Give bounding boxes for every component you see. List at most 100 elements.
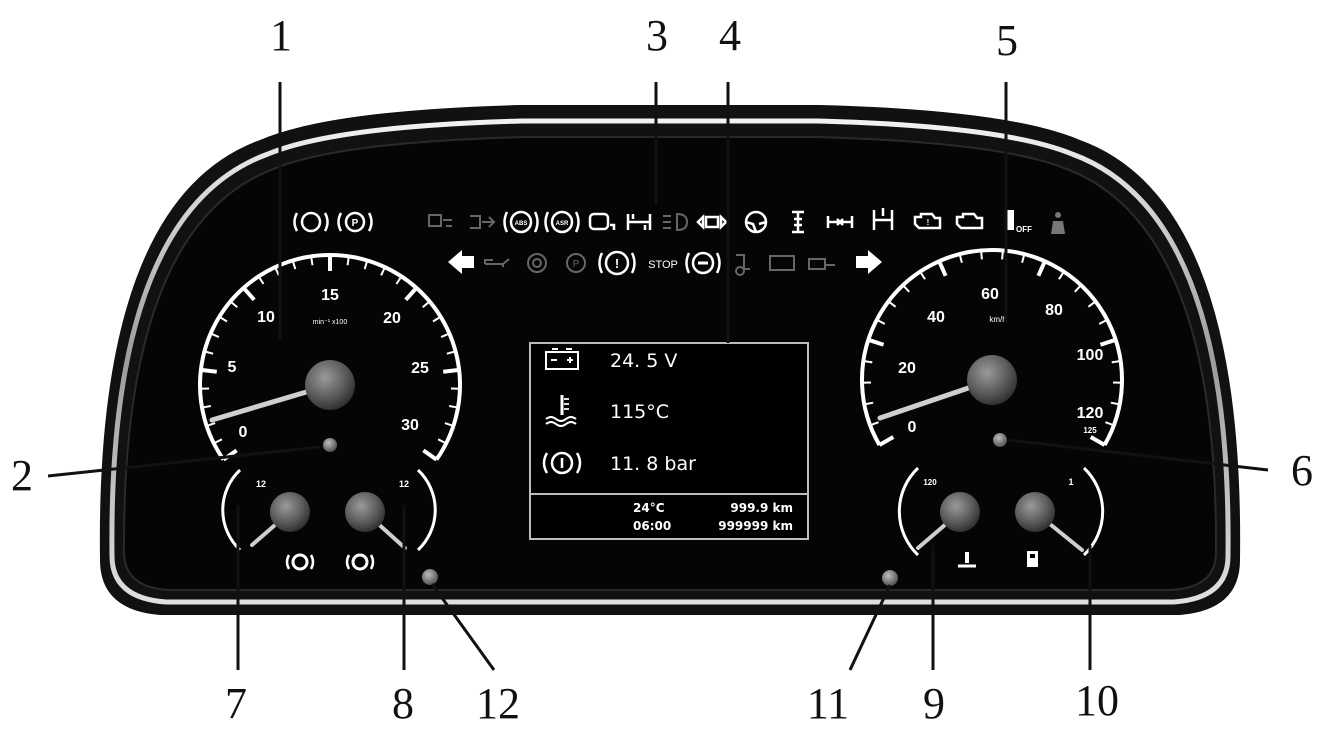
fog-light-icon [663, 212, 689, 232]
tacho-ticks-tick [440, 332, 450, 338]
abs-icon: ABS [503, 210, 539, 234]
callout-label-9: 9 [923, 679, 945, 728]
speedo-label-125: 125 [1083, 426, 1097, 435]
callout-label-2: 2 [11, 451, 33, 500]
speedo-ticks-tick [1089, 435, 1106, 447]
speedo-ticks-tick [1111, 360, 1121, 364]
warning-lights-row-1: P ABS ASR [293, 208, 1065, 234]
tacho-ticks-tick [213, 438, 223, 445]
fuel-pump-icon [1027, 551, 1038, 567]
tacho-ticks-tick [242, 286, 256, 302]
speedo-ticks-tick [1058, 271, 1065, 280]
speedo-ticks-tick [937, 260, 948, 277]
tacho-ticks-tick [446, 350, 456, 355]
tacho-ticks-tick [395, 275, 403, 285]
axle-load-icon [872, 208, 894, 230]
speedo-label-100: 100 [1077, 347, 1104, 364]
tacho-ticks-tick [274, 266, 280, 276]
brake-circuit-1-icon [285, 553, 315, 571]
seatbelt-icon [1051, 212, 1065, 234]
tacho-ticks-tick [404, 286, 418, 302]
brake-wear-icon [293, 211, 329, 233]
coolant-temp-icon [958, 552, 976, 568]
speedo-ticks-tick [919, 271, 926, 280]
callout-label-3: 3 [646, 11, 668, 60]
tacho-ticks-tick [201, 405, 212, 409]
indicator-dot-11 [882, 570, 898, 586]
speedo-label-0: 0 [908, 419, 917, 436]
leader-2 [47, 445, 321, 478]
tacho-ticks-tick [448, 405, 459, 409]
warning-lights-row-2: P ! STOP [448, 250, 882, 276]
svg-text:!: ! [615, 256, 619, 271]
svg-text:ABS: ABS [515, 221, 528, 227]
lcd-display: 24. 5 V 115°C 11. 8 bar 24°C 999.9 km 06… [529, 342, 809, 540]
tacho-ticks-tick [432, 315, 442, 323]
tacho-ticks-tick [204, 350, 214, 355]
speedometer-scale [860, 247, 1124, 447]
lcd-brake-pressure: 11. 8 bar [610, 453, 696, 475]
speedo-ticks-tick [1036, 260, 1047, 277]
pedal-icon [735, 254, 750, 276]
speedo-ticks-tick [1001, 250, 1004, 260]
tacho-ticks-tick [257, 275, 265, 285]
tacho-ticks-tick [437, 438, 447, 445]
tacho-label-0: 0 [239, 424, 248, 441]
tacho-ticks-tick [422, 300, 431, 308]
tacho-label-20: 20 [383, 310, 401, 327]
park-brake-dim-icon: P [566, 253, 586, 273]
callout-label-7: 7 [225, 679, 247, 728]
speedo-label-60: 60 [981, 286, 999, 303]
brake-warning-icon: ! [598, 250, 636, 276]
tachometer-scale [198, 253, 462, 462]
engine-warning-icon: ! [913, 212, 942, 230]
svg-text:!: ! [927, 218, 930, 227]
tacho-ticks-tick [310, 256, 314, 266]
trailer-abs-icon [470, 215, 496, 229]
speedo-ticks-tick [869, 421, 879, 427]
callout-label-6: 6 [1291, 446, 1313, 495]
tacho-unit: min⁻¹ x100 [313, 319, 348, 326]
speedo-ticks-tick [1021, 253, 1026, 264]
leader-6 [1007, 438, 1269, 472]
brake-pressure-gauge-1: 12 [221, 468, 315, 571]
tacho-ticks-tick [200, 367, 218, 374]
gauge-9-hub [940, 492, 980, 532]
stop-brake-icon [685, 251, 721, 275]
callout-label-8: 8 [392, 679, 414, 728]
asr-icon: ASR [544, 210, 580, 234]
speedo-unit: km/h [989, 315, 1006, 324]
axle-lift-icon [792, 210, 804, 234]
speedometer: 0 20 40 60 80 100 120 125 km/h [860, 247, 1124, 447]
brake-pressure-gauge-2: 12 [345, 468, 437, 571]
speedo-ticks-tick [1098, 318, 1108, 325]
oil-pressure-icon [484, 258, 510, 267]
speedo-label-40: 40 [927, 309, 945, 326]
speedo-ticks-tick [878, 435, 895, 447]
speedo-label-80: 80 [1045, 302, 1063, 319]
gauge-10-max-label: 1 [1068, 477, 1073, 487]
side-light-icon [696, 213, 728, 231]
turn-left-icon [448, 250, 474, 274]
trailer-brake-icon [428, 214, 452, 227]
gauge-7-hub [270, 492, 310, 532]
lcd-outside-temp: 24°C [633, 501, 665, 515]
speedo-ticks-tick [887, 300, 897, 308]
tacho-label-25: 25 [411, 360, 429, 377]
speedo-ticks-tick [902, 284, 910, 293]
brake-pressure-icon [542, 451, 582, 475]
gauge-10-hub [1015, 492, 1055, 532]
tacho-ticks-tick [291, 260, 297, 270]
tacho-ticks-tick [444, 422, 454, 427]
tacho-ticks-tick [210, 332, 220, 338]
stop-label: STOP [648, 259, 678, 271]
tacho-ticks-tick [218, 315, 228, 323]
coolant-temp-gauge: 120 [897, 466, 980, 568]
speedo-ticks-tick [1105, 421, 1115, 427]
tacho-ticks-tick [422, 448, 438, 462]
speedo-ticks-tick [1087, 300, 1097, 308]
callout-labels: 1 2 3 4 5 6 7 8 12 11 9 10 [11, 11, 1313, 728]
indicator-dot-6 [993, 433, 1007, 447]
tacho-ticks-tick [346, 256, 350, 266]
